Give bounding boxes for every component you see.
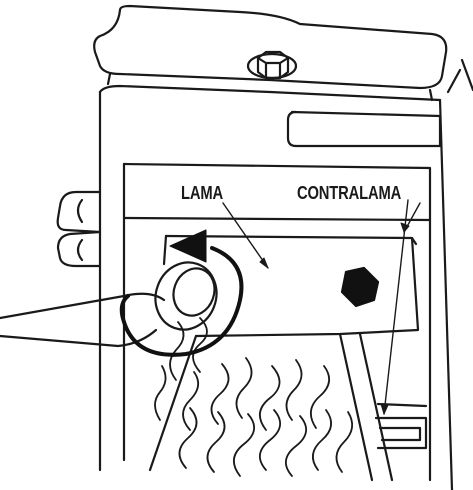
top-cover-plate: [94, 6, 446, 88]
blade-hex-bolt-icon: [342, 268, 378, 306]
rotation-arrow-icon: [122, 230, 242, 355]
drive-shaft: [0, 254, 226, 346]
counter-leader-line-2: [384, 200, 408, 414]
paper-chips: [155, 318, 352, 476]
blade-label: LAMA: [181, 184, 223, 202]
handle-recess: [288, 112, 440, 146]
counter-blade-label: CONTRALAMA: [297, 184, 401, 202]
top-hex-bolt-icon: [248, 52, 296, 78]
